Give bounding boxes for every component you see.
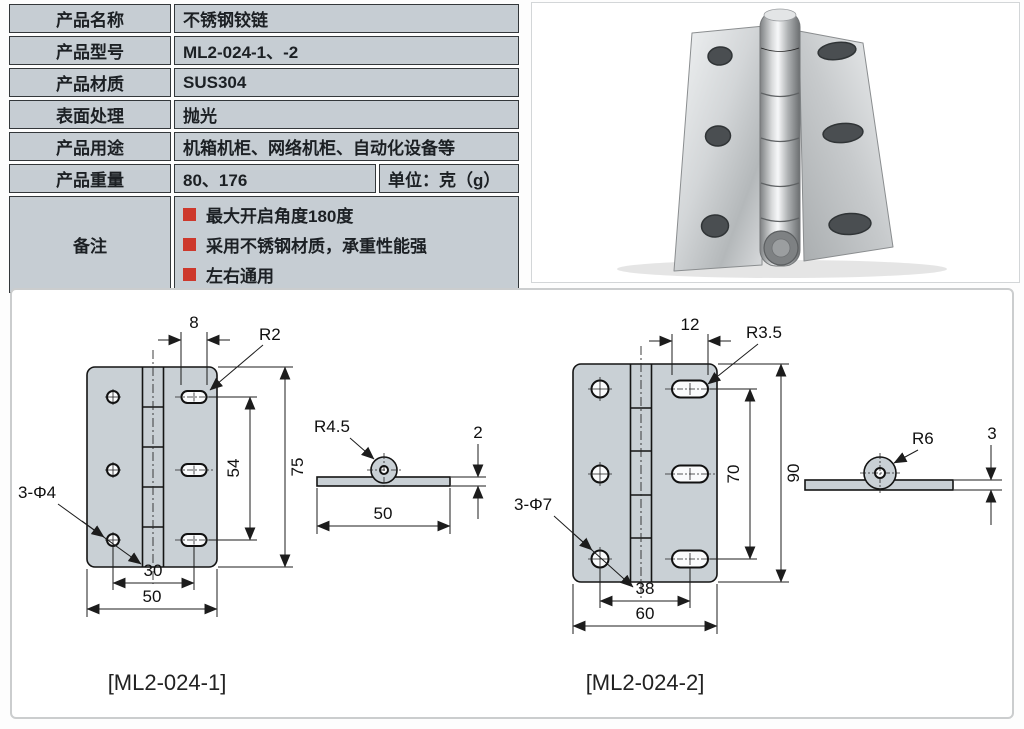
table-row-remark: 备注 最大开启角度180度 采用不锈钢材质，承重性能强 左右通用 (9, 196, 519, 293)
hinge-left-leaf (673, 25, 765, 272)
weight-unit: 单位：克（g） (379, 164, 519, 193)
table-row: 产品用途 机箱机柜、网络机柜、自动化设备等 (9, 132, 519, 161)
dim-knuckle-radius: R4.5 (314, 417, 350, 436)
knuckle-seam (760, 217, 800, 223)
svg-text:54: 54 (224, 459, 243, 478)
row-value: 不锈钢铰链 (174, 4, 519, 33)
remark-text: 采用不锈钢材质，承重性能强 (206, 237, 427, 256)
table-row: 产品型号 ML2-024-1、-2 (9, 36, 519, 65)
remark-content: 最大开启角度180度 采用不锈钢材质，承重性能强 左右通用 (174, 196, 519, 293)
dim-side-width: 50 (316, 488, 451, 534)
slot-hole (828, 212, 872, 236)
drawing-label: [ML2-024-1] (108, 670, 227, 695)
svg-text:8: 8 (189, 313, 198, 332)
product-photo-panel (531, 2, 1020, 283)
side-view: R4.5 2 50 (314, 417, 486, 534)
remark-item: 采用不锈钢材质，承重性能强 (183, 232, 510, 257)
slot-holes (175, 390, 213, 547)
round-holes (588, 377, 612, 571)
bullet-square-icon (183, 238, 196, 251)
drawing-label: [ML2-024-2] (586, 670, 705, 695)
slot-hole (822, 122, 864, 144)
knuckle-seam (760, 182, 800, 188)
knuckle-seam (760, 137, 800, 143)
svg-text:3-Φ4: 3-Φ4 (18, 483, 56, 502)
remark-item: 最大开启角度180度 (183, 202, 510, 227)
table-row: 产品材质 SUS304 (9, 68, 519, 97)
row-label: 表面处理 (9, 100, 171, 129)
svg-text:70: 70 (724, 465, 743, 484)
svg-text:12: 12 (681, 315, 700, 334)
row-label: 产品材质 (9, 68, 171, 97)
round-hole (707, 46, 733, 66)
row-value: SUS304 (174, 68, 519, 97)
remark-text: 最大开启角度180度 (206, 207, 354, 226)
bullet-square-icon (183, 268, 196, 281)
technical-drawings-panel: 8 R2 54 75 3-Φ4 (10, 288, 1014, 719)
svg-text:2: 2 (473, 423, 482, 442)
dim-thickness: 2 (451, 423, 486, 519)
drawing-ml2-024-2: 12 R3.5 70 90 3-Φ7 (514, 315, 1002, 695)
svg-text:90: 90 (784, 464, 803, 483)
table-row: 产品重量 80、176 单位：克（g） (9, 164, 519, 193)
dim-slot-width: 12 (649, 315, 731, 375)
row-value: ML2-024-1、-2 (174, 36, 519, 65)
row-value: 80、176 (174, 164, 376, 193)
remark-text: 左右通用 (206, 267, 274, 286)
row-value: 机箱机柜、网络机柜、自动化设备等 (174, 132, 519, 161)
drawing-ml2-024-1: 8 R2 54 75 3-Φ4 (18, 313, 486, 695)
table-row: 产品名称 不锈钢铰链 (9, 4, 519, 33)
dim-slot-span: 70 (710, 388, 757, 560)
svg-text:3-Φ7: 3-Φ7 (514, 495, 552, 514)
dim-height: 90 (718, 363, 803, 583)
row-label: 产品名称 (9, 4, 171, 33)
remark-item: 左右通用 (183, 262, 510, 287)
dim-height: 75 (218, 366, 307, 568)
remark-label: 备注 (9, 196, 171, 293)
row-label: 产品重量 (9, 164, 171, 193)
round-hole (700, 214, 730, 238)
svg-text:38: 38 (636, 579, 655, 598)
front-view (572, 346, 718, 598)
dim-hole-callout: 3-Φ7 (514, 495, 634, 588)
spec-table-section: 产品名称 不锈钢铰链 产品型号 ML2-024-1、-2 产品材质 SUS304… (6, 1, 522, 293)
dim-thickness: 3 (954, 424, 1002, 525)
svg-text:75: 75 (288, 458, 307, 477)
dim-width: 60 (572, 584, 718, 634)
spec-table: 产品名称 不锈钢铰链 产品型号 ML2-024-1、-2 产品材质 SUS304… (6, 1, 522, 296)
front-view (86, 350, 218, 584)
round-holes (105, 389, 121, 548)
table-row: 表面处理 抛光 (9, 100, 519, 129)
dim-hole-span: 38 (599, 568, 691, 608)
slot-hole (817, 41, 857, 61)
svg-text:50: 50 (374, 504, 393, 523)
dim-slot-width: 8 (158, 313, 230, 385)
svg-text:30: 30 (144, 561, 163, 580)
side-view: R6 3 (804, 424, 1002, 525)
row-label: 产品用途 (9, 132, 171, 161)
hinge-pin-end (771, 238, 791, 258)
svg-text:R3.5: R3.5 (746, 323, 782, 342)
svg-text:60: 60 (636, 604, 655, 623)
slot-holes (665, 379, 715, 569)
dim-hole-span: 30 (112, 546, 195, 590)
dim-slot-radius: R2 (209, 325, 281, 391)
hinge-right-leaf (798, 30, 894, 262)
svg-text:R2: R2 (259, 325, 281, 344)
hinge-product-photo (617, 8, 947, 278)
bullet-square-icon (183, 208, 196, 221)
dim-knuckle-radius: R6 (912, 429, 934, 448)
row-value: 抛光 (174, 100, 519, 129)
dim-hole-callout: 3-Φ4 (18, 483, 142, 565)
row-label: 产品型号 (9, 36, 171, 65)
dim-slot-span: 54 (209, 396, 257, 541)
svg-text:3: 3 (987, 424, 996, 443)
knuckle-seam (760, 92, 800, 98)
round-hole (704, 125, 732, 147)
barrel-top-cap (763, 8, 797, 22)
dim-slot-radius: R3.5 (707, 323, 782, 385)
svg-text:50: 50 (143, 587, 162, 606)
knuckle-seam (760, 47, 800, 52)
dim-width: 50 (86, 569, 218, 617)
